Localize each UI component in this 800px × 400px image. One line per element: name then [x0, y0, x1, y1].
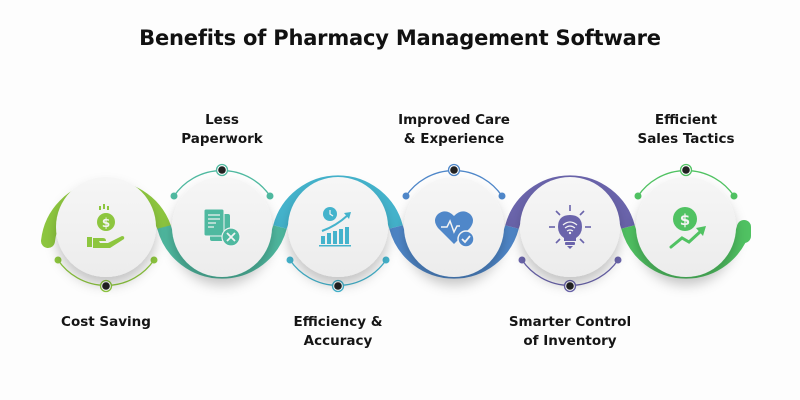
- page-title: Benefits of Pharmacy Management Software: [139, 26, 661, 50]
- step-label-efficiency-accuracy: Efficiency & Accuracy: [258, 313, 418, 351]
- label-line: Less: [205, 112, 239, 128]
- dollar-growth-icon: $: [669, 207, 706, 249]
- label-line: Cost Saving: [61, 314, 151, 330]
- clock-growth-chart-icon: [319, 207, 351, 247]
- label-line: Accuracy: [303, 333, 373, 349]
- step-label-efficient-sales: Efficient Sales Tactics: [606, 111, 766, 149]
- step-label-cost-saving: Cost Saving: [26, 313, 186, 332]
- documents-cancel-icon: [203, 208, 241, 247]
- smart-bulb-icon: [549, 205, 591, 249]
- step-circle-3: [288, 177, 388, 277]
- svg-text:$: $: [102, 216, 110, 230]
- label-line: Sales Tactics: [637, 131, 735, 147]
- step-label-improved-care: Improved Care & Experience: [374, 111, 534, 149]
- svg-text:$: $: [680, 211, 690, 229]
- hand-dollar-icon: $: [87, 204, 125, 248]
- label-line: Improved Care: [398, 112, 510, 128]
- label-line: Paperwork: [181, 131, 263, 147]
- label-line: of Inventory: [523, 333, 617, 349]
- label-line: Efficient: [654, 112, 718, 128]
- step-label-smarter-control: Smarter Control of Inventory: [490, 313, 650, 351]
- label-line: Efficiency &: [293, 314, 383, 330]
- heart-check-icon: [435, 211, 475, 248]
- label-line: & Experience: [403, 131, 505, 147]
- step-label-less-paperwork: Less Paperwork: [142, 111, 302, 149]
- connectors: [54, 163, 738, 293]
- label-line: Smarter Control: [508, 314, 632, 330]
